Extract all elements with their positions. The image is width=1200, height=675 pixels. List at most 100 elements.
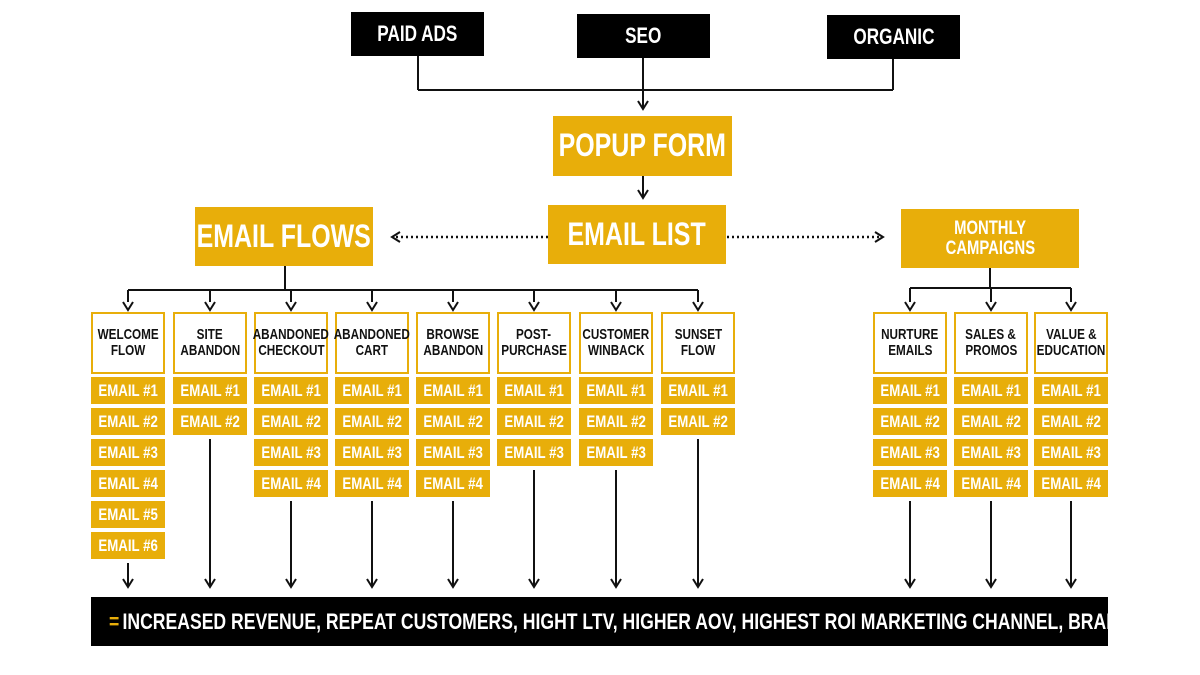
arrowhead-icon bbox=[692, 578, 704, 589]
email-step-label: EMAIL #3 bbox=[586, 442, 646, 462]
email-step-label: EMAIL #3 bbox=[504, 442, 564, 462]
email-step-label: EMAIL #5 bbox=[98, 504, 158, 524]
arrowhead-icon bbox=[610, 578, 622, 589]
monthly-campaigns-box: MONTHLY CAMPAIGNS bbox=[901, 209, 1079, 268]
email-flows-label: EMAIL FLOWS bbox=[196, 217, 372, 254]
results-banner: =INCREASED REVENUE, REPEAT CUSTOMERS, HI… bbox=[91, 597, 1200, 646]
email-step-label: EMAIL #3 bbox=[961, 442, 1021, 462]
email-step-label: EMAIL #4 bbox=[342, 473, 402, 493]
email-step-label: EMAIL #1 bbox=[961, 380, 1021, 400]
email-step-label: EMAIL #3 bbox=[98, 442, 158, 462]
email-step: EMAIL #3 bbox=[335, 439, 409, 466]
email-step-label: EMAIL #2 bbox=[423, 411, 483, 431]
arrowhead-icon bbox=[1065, 301, 1077, 312]
arrowhead-icon bbox=[904, 578, 916, 589]
source-label: ORGANIC bbox=[852, 24, 935, 50]
email-step: EMAIL #3 bbox=[579, 439, 653, 466]
email-step: EMAIL #1 bbox=[335, 377, 409, 404]
email-step: EMAIL #1 bbox=[91, 377, 165, 404]
monthly-campaigns-label: CAMPAIGNS bbox=[945, 237, 1035, 259]
email-step-label: EMAIL #4 bbox=[961, 473, 1021, 493]
column-title: PROMOS bbox=[964, 342, 1018, 359]
column-title: VALUE & bbox=[1045, 326, 1097, 344]
column-title: ABANDONED bbox=[252, 326, 330, 344]
email-step-label: EMAIL #2 bbox=[586, 411, 646, 431]
email-step-label: EMAIL #3 bbox=[1041, 442, 1101, 462]
email-step-label: EMAIL #2 bbox=[342, 411, 402, 431]
column-title: BROWSE bbox=[426, 326, 480, 344]
email-step: EMAIL #2 bbox=[335, 408, 409, 435]
email-step: EMAIL #2 bbox=[1034, 408, 1108, 435]
email-step: EMAIL #4 bbox=[416, 470, 490, 497]
arrowhead-icon bbox=[447, 301, 459, 312]
email-step: EMAIL #1 bbox=[497, 377, 571, 404]
email-step-label: EMAIL #2 bbox=[504, 411, 564, 431]
email-step: EMAIL #5 bbox=[91, 501, 165, 528]
email-step-label: EMAIL #1 bbox=[586, 380, 646, 400]
email-step: EMAIL #3 bbox=[254, 439, 328, 466]
email-step: EMAIL #2 bbox=[661, 408, 735, 435]
email-step-label: EMAIL #3 bbox=[261, 442, 321, 462]
email-step-label: EMAIL #3 bbox=[342, 442, 402, 462]
column-title: NURTURE bbox=[881, 326, 939, 344]
email-step: EMAIL #3 bbox=[954, 439, 1028, 466]
column-title: SUNSET bbox=[674, 326, 722, 344]
email-step: EMAIL #2 bbox=[873, 408, 947, 435]
email-step: EMAIL #2 bbox=[416, 408, 490, 435]
email-step: EMAIL #1 bbox=[1034, 377, 1108, 404]
email-step-label: EMAIL #1 bbox=[504, 380, 564, 400]
email-step-label: EMAIL #6 bbox=[98, 535, 158, 555]
column-title: SITE bbox=[196, 326, 224, 344]
column-title: ABANDONED bbox=[333, 326, 411, 344]
source-organic: ORGANIC bbox=[827, 15, 960, 59]
email-step: EMAIL #3 bbox=[497, 439, 571, 466]
email-step: EMAIL #4 bbox=[335, 470, 409, 497]
email-step-label: EMAIL #1 bbox=[98, 380, 158, 400]
equals-sign: = bbox=[109, 608, 120, 634]
column-title: SALES & bbox=[965, 326, 1017, 344]
column-title: CART bbox=[355, 342, 389, 359]
column-title: POST- bbox=[516, 326, 552, 344]
email-step-label: EMAIL #2 bbox=[180, 411, 240, 431]
column-title: ABANDON bbox=[423, 342, 483, 359]
email-step: EMAIL #6 bbox=[91, 532, 165, 559]
email-step-label: EMAIL #4 bbox=[98, 473, 158, 493]
email-step: EMAIL #3 bbox=[873, 439, 947, 466]
email-step: EMAIL #1 bbox=[254, 377, 328, 404]
arrowhead-icon bbox=[366, 301, 378, 312]
arrowhead-icon bbox=[390, 231, 401, 243]
arrowhead-icon bbox=[692, 301, 704, 312]
campaign-header: VALUE &EDUCATION bbox=[1034, 312, 1108, 374]
column-title: WINBACK bbox=[587, 342, 645, 359]
email-step-label: EMAIL #1 bbox=[668, 380, 728, 400]
email-step: EMAIL #2 bbox=[954, 408, 1028, 435]
email-step: EMAIL #2 bbox=[254, 408, 328, 435]
column-title: FLOW bbox=[110, 342, 146, 359]
arrowhead-icon bbox=[204, 301, 216, 312]
email-step: EMAIL #1 bbox=[173, 377, 247, 404]
email-step: EMAIL #2 bbox=[173, 408, 247, 435]
email-step: EMAIL #3 bbox=[1034, 439, 1108, 466]
email-step: EMAIL #4 bbox=[254, 470, 328, 497]
email-step: EMAIL #1 bbox=[873, 377, 947, 404]
email-step: EMAIL #1 bbox=[954, 377, 1028, 404]
email-step-label: EMAIL #1 bbox=[880, 380, 940, 400]
monthly-campaigns-label: MONTHLY bbox=[954, 217, 1026, 239]
email-list-box: EMAIL LIST bbox=[548, 205, 726, 264]
email-step-label: EMAIL #1 bbox=[342, 380, 402, 400]
email-step-label: EMAIL #4 bbox=[880, 473, 940, 493]
arrowhead-icon bbox=[204, 578, 216, 589]
column-title: EDUCATION bbox=[1036, 342, 1106, 359]
email-step: EMAIL #4 bbox=[954, 470, 1028, 497]
email-step-label: EMAIL #1 bbox=[261, 380, 321, 400]
email-step-label: EMAIL #2 bbox=[261, 411, 321, 431]
